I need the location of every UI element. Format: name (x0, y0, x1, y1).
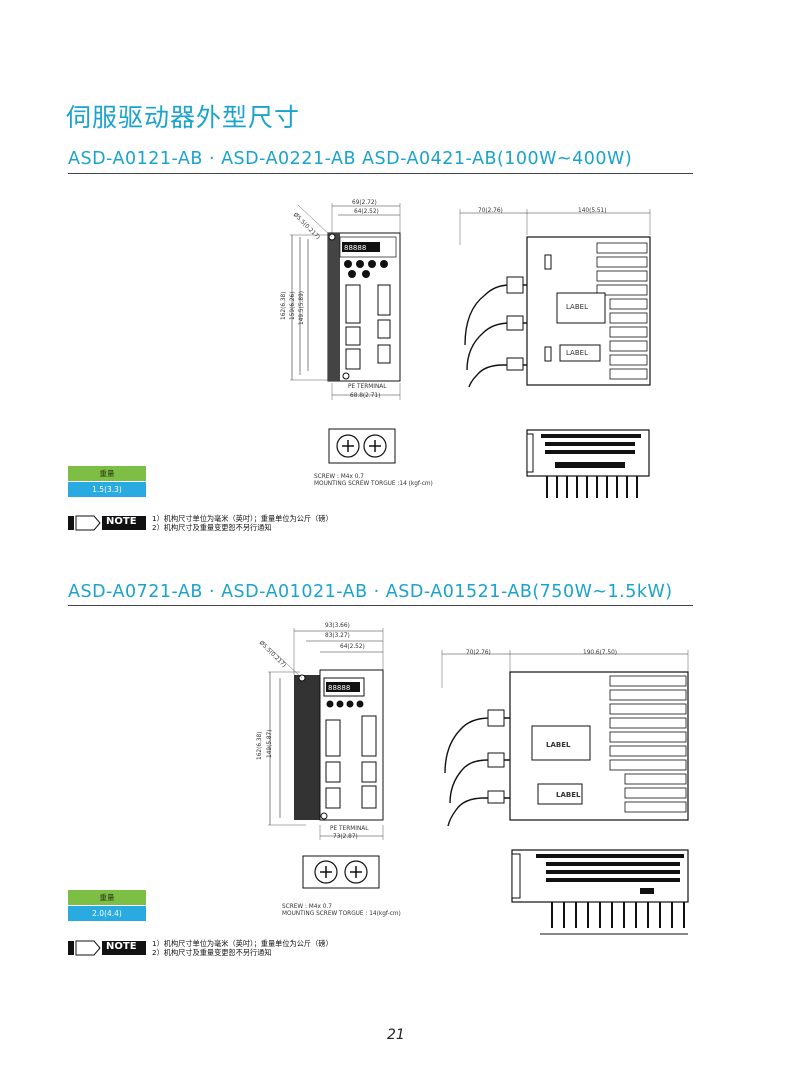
s1-screw-line2: MOUNTING SCREW TORGUE :14 (kgf-cm) (314, 481, 433, 487)
s1-dim-height-149: 149.5(5.89) (299, 290, 305, 325)
s2-dim-pe-terminal: PE TERMINAL (330, 826, 369, 832)
s2-dim-side-right: 190.6(7.50) (583, 650, 618, 656)
page-number: 21 (387, 1027, 405, 1043)
section1-screw-mount-drawing (328, 428, 396, 464)
section1-title: ASD-A0121-AB · ASD-A0221-AB ASD-A0421-AB… (68, 149, 633, 169)
s2-dim-bottom-width: 73(2.87) (333, 834, 358, 840)
s1-screw-line1: SCREW : M4x 0.7 (314, 474, 364, 480)
s1-dim-side-left: 70(2.76) (478, 208, 503, 214)
s1-weight-value: 1.5(3.3) (68, 482, 146, 497)
s1-dim-side-right: 140(5.51) (578, 208, 607, 214)
s2-note: NOTE 1）机构尺寸单位为毫米（英吋）；重量单位为公斤（磅） 2）机构尺寸及重… (68, 939, 333, 957)
section2-divider (68, 605, 693, 606)
s1-dim-height-162: 162(6.38) (281, 291, 287, 321)
s2-note-line2: 2）机构尺寸及重量变更恕不另行通知 (152, 948, 272, 957)
note-arrow-icon (68, 940, 146, 956)
section1-divider (68, 173, 693, 174)
section2-side-view-drawing (441, 650, 689, 827)
s1-note-badge: NOTE (106, 516, 137, 527)
section2-screw-mount-drawing (302, 855, 380, 889)
s2-screw-line2: MOUNTING SCREW TORGUE : 14(kgf-cm) (282, 911, 401, 917)
section2-bottom-view-drawing (511, 849, 689, 935)
s2-note-line1: 1）机构尺寸单位为毫米（英吋）；重量单位为公斤（磅） (152, 939, 333, 948)
s2-screw-line1: SCREW : M4x 0.7 (282, 904, 332, 910)
s2-note-badge: NOTE (106, 941, 137, 952)
s1-note-line2: 2）机构尺寸及重量变更恕不另行通知 (152, 523, 272, 532)
s1-dim-bottom-width: 68.8(2.71) (350, 393, 381, 399)
s1-dim-height-159: 159(6.26) (290, 291, 296, 321)
section1-side-view-drawing (459, 209, 651, 388)
note-arrow-icon (68, 515, 146, 531)
s1-dim-pe-terminal: PE TERMINAL (348, 384, 387, 390)
s2-weight-header: 重量 (68, 890, 146, 905)
s2-dim-side-left: 70(2.76) (466, 650, 491, 656)
svg-text:88888: 88888 (328, 684, 350, 692)
section2-front-view-drawing: 88888 (268, 628, 384, 840)
s2-label-2: LABEL (556, 791, 581, 799)
s1-note-line1: 1）机构尺寸单位为毫米（英吋）；重量单位为公斤（磅） (152, 514, 333, 523)
s2-dim-front-width-93: 93(3.66) (325, 623, 350, 629)
s1-label-1: LABEL (566, 303, 588, 311)
section1-front-view-drawing: 88888 (290, 203, 401, 400)
s1-note: NOTE 1）机构尺寸单位为毫米（英吋）；重量单位为公斤（磅） 2）机构尺寸及重… (68, 514, 333, 532)
s2-dim-front-width-64: 64(2.52) (340, 644, 365, 650)
s1-weight-header: 重量 (68, 466, 146, 481)
s2-label-1: LABEL (546, 741, 571, 749)
page-title: 伺服驱动器外型尺寸 (66, 103, 301, 132)
svg-text:88888: 88888 (344, 244, 366, 252)
s2-dim-height-162: 162(6.38) (257, 731, 263, 761)
s1-dim-front-width-64: 64(2.52) (354, 209, 379, 215)
s2-dim-front-width-83: 83(3.27) (325, 633, 350, 639)
section1-bottom-view-drawing (526, 429, 650, 498)
s1-label-2: LABEL (566, 349, 588, 357)
section2-title: ASD-A0721-AB · ASD-A01021-AB · ASD-A0152… (68, 582, 673, 602)
s1-dim-front-width-69: 69(2.72) (352, 200, 377, 206)
s2-dim-height-149: 149(5.87) (267, 729, 273, 759)
s2-weight-value: 2.0(4.4) (68, 906, 146, 921)
